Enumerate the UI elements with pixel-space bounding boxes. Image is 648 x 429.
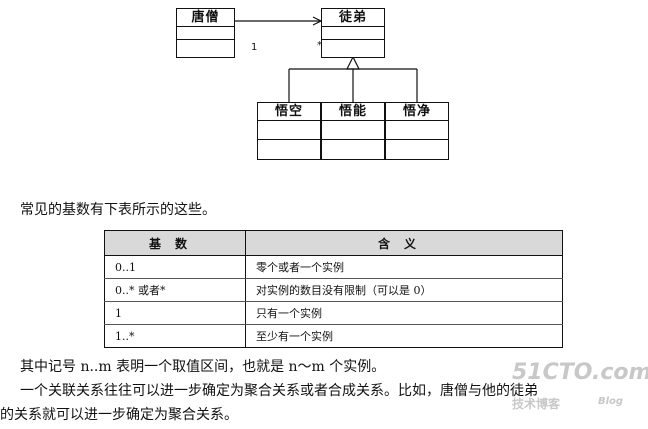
table-row: 0..* 或者* 对实例的数目没有限制（可以是 0） (104, 278, 563, 302)
class-name: 徒弟 (322, 9, 384, 27)
class-attributes (322, 121, 384, 140)
cell-meaning: 至少有一个实例 (256, 330, 333, 343)
class-methods (322, 140, 384, 152)
class-wuneng: 悟能 (321, 102, 385, 160)
watermark-tagline: 技术博客 (512, 397, 561, 411)
class-tang-seng: 唐僧 (176, 8, 235, 58)
paragraph-aggregation: 一个关联关系往往可以进一步确定为聚合关系或者合成关系。比如，唐僧与他的徒弟 (20, 383, 538, 399)
class-methods (177, 40, 234, 52)
cardinality-table: 基数 含义 0..1 零个或者一个实例 0..* 或者* 对实例的数目没有限制（… (104, 230, 563, 348)
intro-text: 常见的基数有下表所示的这些。 (20, 202, 216, 218)
table-row: 1 只有一个实例 (104, 301, 563, 325)
cell-meaning: 零个或者一个实例 (245, 255, 563, 279)
paragraph-aggregation-cont: 的关系就可以进一步确定为聚合关系。 (0, 407, 238, 423)
class-name: 唐僧 (177, 9, 234, 27)
header-cardinality: 基数 (104, 230, 246, 256)
multiplicity-source: 1 (251, 42, 258, 53)
class-methods (258, 140, 320, 152)
multiplicity-target: * (317, 40, 322, 51)
cell-cardinality: 0..1 (104, 255, 246, 279)
class-tudi: 徒弟 (321, 8, 385, 58)
watermark-tagline-sub: Blog (598, 396, 624, 407)
table-row: 0..1 零个或者一个实例 (104, 255, 563, 279)
class-name: 悟净 (386, 103, 448, 121)
class-attributes (386, 121, 448, 140)
cell-meaning: 只有一个实例 (245, 301, 563, 325)
cell-cardinality: 1 (104, 301, 246, 325)
class-wujing: 悟净 (385, 102, 449, 160)
generalization-triangle (346, 55, 360, 70)
cell-cardinality: 1..* (104, 324, 246, 348)
watermark-site: 51CTO.com (512, 360, 648, 385)
class-methods (322, 40, 384, 52)
header-meaning: 含义 (245, 230, 563, 256)
class-attributes (258, 121, 320, 140)
class-name: 悟能 (322, 103, 384, 121)
class-wukong: 悟空 (257, 102, 321, 160)
table-header-row: 基数 含义 (104, 230, 563, 256)
paragraph-range: 其中记号 n..m 表明一个取值区间，也就是 n～m 个实例。 (20, 359, 386, 375)
class-methods (386, 140, 448, 152)
class-name: 悟空 (258, 103, 320, 121)
cell-cardinality: 0..* 或者* (104, 278, 246, 302)
cell-meaning: 对实例的数目没有限制（可以是 0） (245, 278, 563, 302)
table-row: 1..* 至少有一个实例 (104, 324, 563, 348)
class-attributes (177, 27, 234, 40)
class-attributes (322, 27, 384, 40)
